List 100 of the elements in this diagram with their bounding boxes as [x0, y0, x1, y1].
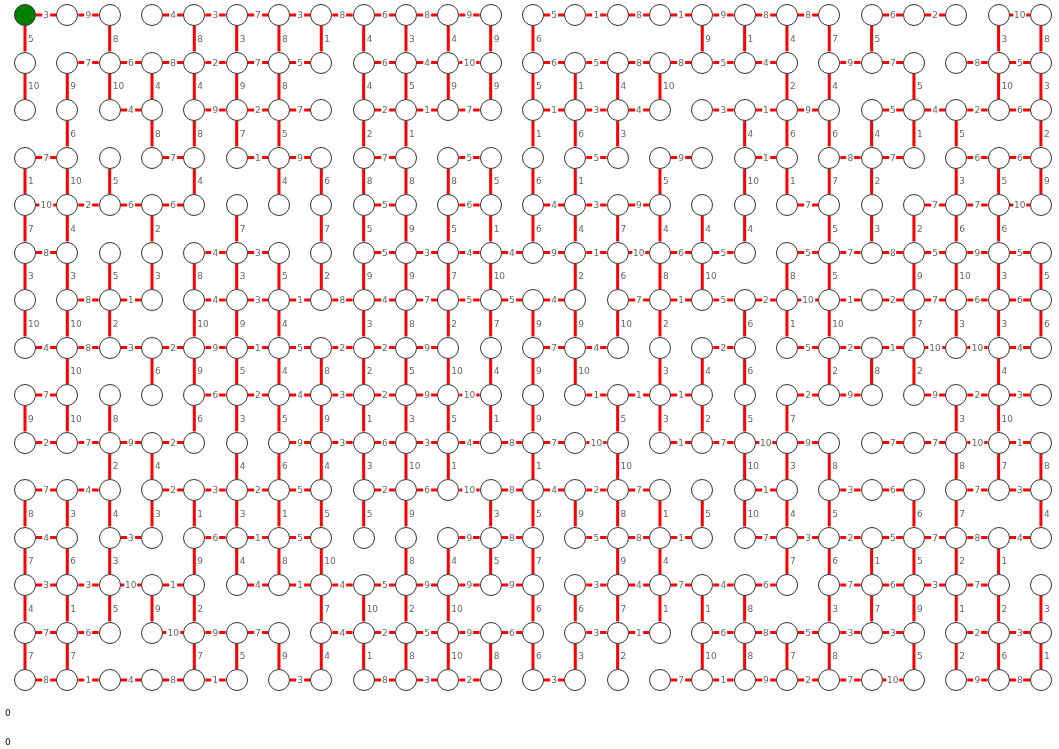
- edge-label: 3: [211, 485, 220, 495]
- edge-label: 5: [959, 129, 965, 139]
- edge-label: 6: [1001, 224, 1008, 234]
- edge-label: 5: [535, 509, 542, 519]
- edge-label: 5: [408, 81, 415, 91]
- edge-label: 4: [789, 509, 796, 519]
- edge-label: 8: [959, 461, 965, 471]
- edge-label: 8: [832, 461, 838, 471]
- edge-label: 6: [747, 319, 754, 329]
- edge-label: 1: [677, 438, 685, 447]
- edge-label: 9: [804, 438, 812, 447]
- edge-label: 9: [197, 556, 204, 566]
- edge-label: 9: [550, 248, 558, 257]
- edge-label: 5: [112, 271, 119, 281]
- edge-label: 9: [804, 105, 812, 115]
- edge-label: 8: [888, 248, 897, 257]
- edge-label: 8: [507, 438, 516, 447]
- edge-label: 1: [1043, 651, 1050, 661]
- edge-label: 7: [888, 153, 897, 162]
- edge-label: 10: [662, 81, 675, 91]
- edge-label: 5: [465, 295, 474, 305]
- edge-label: 3: [846, 628, 855, 637]
- edge-label: 3: [112, 556, 119, 566]
- edge-label: 9: [126, 438, 135, 447]
- edge-label: 7: [620, 224, 627, 234]
- edge-label: 4: [197, 176, 204, 186]
- edge-label: 4: [578, 224, 584, 234]
- edge-label: 9: [677, 153, 685, 162]
- edge-label: 8: [169, 58, 177, 67]
- edge-label: 10: [408, 461, 421, 471]
- edge-label: 4: [126, 675, 135, 685]
- edge-label: 4: [550, 485, 558, 495]
- edge-label: 5: [719, 295, 728, 305]
- edge-label: 4: [662, 224, 669, 234]
- edge-label: 9: [296, 153, 304, 162]
- edge-label: 4: [705, 224, 711, 234]
- edge-label: 7: [42, 485, 50, 495]
- edge-label: 8: [846, 153, 855, 162]
- edge-label: 8: [634, 58, 643, 67]
- edge-label: 2: [380, 628, 389, 637]
- edge-label: 2: [253, 485, 262, 495]
- edge-label: 10: [124, 580, 138, 590]
- edge-label: 4: [84, 485, 93, 495]
- edge-label: 4: [169, 10, 177, 20]
- edge-label: 1: [592, 248, 601, 257]
- edge-label: 5: [408, 366, 415, 376]
- edge-label: 6: [84, 628, 93, 637]
- edge-label: 3: [366, 319, 373, 329]
- edge-label: 7: [465, 105, 474, 115]
- edge-label: 1: [592, 10, 601, 20]
- edge-label: 7: [423, 295, 431, 305]
- axis-number: 0: [5, 738, 11, 747]
- edge-label: 2: [451, 319, 458, 329]
- edge-label: 3: [296, 675, 304, 685]
- edge-label: 1: [366, 651, 373, 661]
- edge-label: 7: [535, 556, 542, 566]
- edge-label: 6: [1015, 295, 1024, 305]
- edge-label: 4: [28, 604, 34, 614]
- edge-label: 1: [761, 153, 770, 162]
- edge-label: 8: [42, 675, 50, 685]
- edge-label: 4: [42, 533, 50, 542]
- edge-label: 2: [973, 390, 982, 400]
- edge-label: 1: [592, 390, 601, 400]
- edge-label: 5: [296, 343, 304, 352]
- edge-label: 4: [281, 319, 288, 329]
- edge-label: 6: [677, 248, 685, 257]
- edge-label: 9: [408, 224, 415, 234]
- edge-label: 7: [789, 651, 796, 661]
- edge-label: 10: [366, 604, 379, 614]
- edge-label: 9: [84, 10, 93, 20]
- edge-label: 10: [886, 675, 900, 685]
- edge-label: 2: [973, 105, 982, 115]
- edge-label: 5: [239, 366, 246, 376]
- edge-label: 2: [112, 461, 119, 471]
- edge-label: 7: [634, 485, 643, 495]
- edge-label: 5: [239, 651, 246, 661]
- edge-label: 9: [973, 248, 982, 257]
- edge-label: 2: [380, 343, 389, 352]
- edge-label: 3: [662, 366, 669, 376]
- edge-label: 1: [578, 176, 584, 186]
- edge-label: 5: [1015, 58, 1024, 67]
- edge-label: 3: [155, 271, 161, 281]
- edge-label: 6: [747, 366, 754, 376]
- edge-label: 3: [1043, 81, 1050, 91]
- edge-label: 5: [380, 200, 389, 210]
- edge-label: 8: [634, 533, 643, 542]
- edge-label: 6: [620, 271, 627, 281]
- edge-label: 3: [1001, 34, 1008, 44]
- edge-label: 6: [126, 58, 135, 67]
- edge-label: 4: [338, 628, 347, 637]
- edge-label: 9: [423, 343, 431, 352]
- edge-label: 3: [42, 10, 50, 20]
- edge-label: 3: [126, 533, 135, 542]
- edge-label: 7: [380, 153, 389, 162]
- edge-label: 3: [931, 580, 939, 590]
- edge-label: 5: [366, 509, 373, 519]
- edge-label: 7: [1001, 461, 1008, 471]
- edge-label: 5: [705, 509, 711, 519]
- edge-label: 6: [423, 485, 431, 495]
- edge-label: 7: [634, 295, 643, 305]
